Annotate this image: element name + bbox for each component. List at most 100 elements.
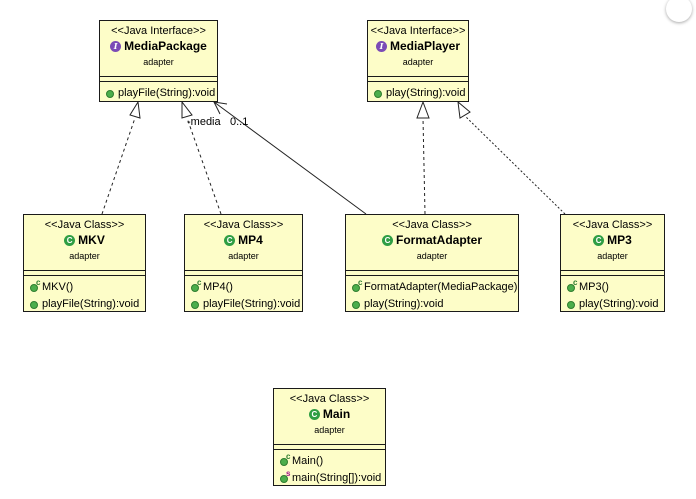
mp4-realization-arrowhead [181,100,193,119]
operation-signature: playFile(String):void [118,87,216,99]
attributes-compartment [561,271,664,276]
class-name: MKV [78,233,105,247]
operation-signature: play(String):void [579,298,659,310]
class-title: C FormatAdapter [346,232,518,248]
operation-signature: FormatAdapter(MediaPackage) [364,281,518,293]
class-box-mediaplayer[interactable]: <<Java Interface>> I MediaPlayer adapter… [367,20,469,102]
static-method-icon: s [280,469,290,483]
stereotype: <<Java Interface>> [111,25,206,37]
operation-signature: main(String[]):void [292,472,382,484]
class-name: MP4 [238,233,263,247]
class-icon: C [64,234,76,246]
constructor-icon: c [567,278,577,292]
association-multiplicity-label: 0..1 [230,116,249,128]
media-association-arrowhead [213,101,228,115]
interface-icon: I [375,40,387,52]
operation-signature: MP4() [203,281,233,293]
stereotype: <<Java Class>> [44,219,125,231]
class-header: <<Java Class>> C Main adapter [274,393,385,445]
mp3-realization-line [464,115,566,215]
public-method-icon [106,89,114,98]
formatadapter-realization-arrowhead [416,100,430,119]
stereotype: <<Java Class>> [289,393,370,405]
media-association-line [213,101,367,215]
public-method-icon [30,300,38,309]
operation-signature: playFile(String):void [203,298,301,310]
floating-action-icon[interactable] [666,0,692,22]
mkv-realization-line [101,117,136,215]
class-name: MediaPlayer [389,39,461,53]
formatadapter-realization-line [422,117,426,215]
attributes-compartment [346,271,518,276]
stereotype: <<Java Interface>> [370,25,466,37]
operation[interactable]: play(String):void [561,296,664,313]
class-icon: C [593,234,605,246]
class-name: Main [322,407,351,421]
operation-signature: MKV() [42,281,74,293]
operation-signature: playFile(String):void [42,298,140,310]
class-box-mediapackage[interactable]: <<Java Interface>> I MediaPackage adapte… [99,20,218,102]
class-header: <<Java Class>> C MP4 adapter [185,219,302,271]
operations-compartment: playFile(String):void [100,82,217,102]
class-icon: C [308,408,320,420]
attributes-compartment [185,271,302,276]
mkv-realization-arrowhead [129,100,141,119]
operation[interactable]: play(String):void [346,296,518,313]
operation[interactable]: playFile(String):void [100,85,217,102]
operation-signature: MP3() [579,281,609,293]
class-box-formatadapter[interactable]: <<Java Class>> C FormatAdapter adapter c… [345,214,519,312]
mp4-realization-line [186,117,222,215]
operation[interactable]: playFile(String):void [24,296,145,313]
stereotype: <<Java Class>> [203,219,284,231]
class-header: <<Java Class>> C FormatAdapter adapter [346,219,518,271]
attributes-compartment [100,77,217,82]
stereotype: <<Java Class>> [392,219,472,231]
public-method-icon [374,89,382,98]
public-method-icon [352,300,360,309]
operation-signature: play(String):void [364,298,444,310]
class-name: FormatAdapter [395,233,482,247]
package-name: adapter [597,251,628,261]
class-icon: C [381,234,393,246]
constructor-icon: c [352,278,362,292]
constructor-icon: c [30,278,40,292]
operation-signature: Main() [292,455,324,467]
class-name: MediaPackage [124,39,207,53]
package-name: adapter [402,57,434,67]
class-title: I MediaPlayer [368,38,468,54]
class-header: <<Java Class>> C MP3 adapter [561,219,664,271]
package-name: adapter [416,251,448,261]
operation[interactable]: playFile(String):void [185,296,302,313]
attributes-compartment [24,271,145,276]
operation-signature: play(String):void [386,87,466,99]
package-name: adapter [228,251,259,261]
class-header: <<Java Interface>> I MediaPackage adapte… [100,25,217,77]
association-role-label: -media [187,116,221,128]
constructor-icon: c [191,278,201,292]
public-method-icon [567,300,575,309]
class-name: MP3 [607,233,632,247]
operation[interactable]: play(String):void [368,85,468,102]
attributes-compartment [274,445,385,450]
class-title: C MKV [24,232,145,248]
stereotype: <<Java Class>> [572,219,653,231]
mp3-realization-arrowhead [457,100,471,119]
class-title: C MP3 [561,232,664,248]
package-name: adapter [69,251,100,261]
package-name: adapter [143,57,174,67]
